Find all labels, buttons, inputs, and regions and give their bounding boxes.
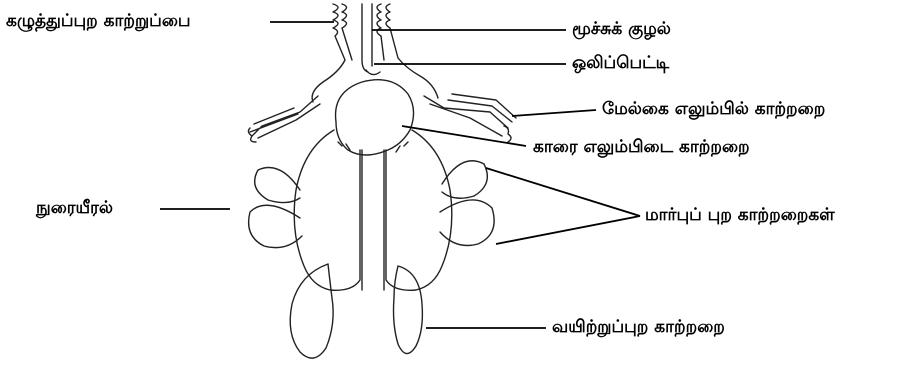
- leader-thoracic-sac-upper: [486, 168, 640, 216]
- label-trachea: மூச்சுக் குழல்: [572, 21, 671, 38]
- right-thoracic-sac-1: [442, 161, 487, 199]
- cervical-air-sac-shape: [312, 4, 345, 102]
- right-abdominal-sac-shape: [394, 266, 423, 354]
- label-abdominal-sac: வயிற்றுப்புற காற்றறை: [552, 319, 725, 336]
- left-lung-shape: [294, 130, 360, 290]
- leader-thoracic-sac-lower: [496, 216, 640, 244]
- label-interclavicular-sac: காரை எலும்பிடை காற்றறை: [533, 139, 750, 156]
- interclavicular-sac-shape: [336, 80, 414, 155]
- left-thoracic-sac-1: [255, 168, 300, 203]
- syrinx-shape: [366, 70, 380, 75]
- label-cervical-sac: கழுத்துப்புற காற்றுப்பை: [6, 13, 191, 30]
- right-thoracic-sac-2: [440, 200, 494, 246]
- leader-humeral-sac: [512, 110, 596, 116]
- label-humeral-sac: மேல்கை எலும்பில் காற்றறை: [602, 101, 825, 118]
- left-humeral-sac-shape: [250, 96, 320, 138]
- right-humeral-sac-shape: [424, 94, 516, 136]
- label-lung: நுரையீரல்: [36, 200, 113, 217]
- label-thoracic-sacs: மார்புப் புற காற்றறைகள்: [645, 207, 835, 224]
- trachea-shape: [362, 4, 368, 72]
- label-syrinx: ஒலிப்பெட்டி: [572, 55, 669, 72]
